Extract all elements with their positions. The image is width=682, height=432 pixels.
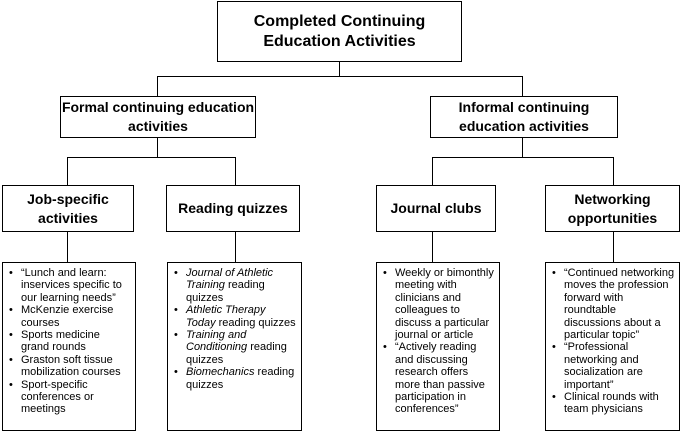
networking-node: Networking opportunities (545, 185, 680, 232)
root-title: Completed Continuing Education Activitie… (253, 12, 426, 50)
job-specific-node: Job-specific activities (2, 185, 134, 232)
formal-title: Formal continuing education activities (61, 99, 255, 134)
informal-node: Informal continuing education activities (430, 96, 618, 138)
job-specific-title: Job-specific activities (27, 190, 109, 226)
journal-name: Biomechanics (186, 366, 255, 379)
list-item: McKenzie exercise courses (9, 304, 131, 329)
networking-list: “Continued networking moves the professi… (545, 262, 680, 431)
journal-clubs-node: Journal clubs (376, 185, 496, 232)
list-item: Sport-specific conferences or meetings (9, 379, 131, 416)
list-item: “Actively reading and discussing researc… (383, 341, 495, 415)
item-suffix: reading quizzes (215, 316, 296, 329)
item-suffix: reading quizzes (186, 366, 295, 391)
list-item: Weekly or bimonthly meeting with clinici… (383, 267, 495, 341)
list-item: “Lunch and learn: inservices specific to… (9, 267, 131, 304)
list-item: Athletic Therapy Today reading quizzes (174, 304, 297, 329)
journal-name: Athletic Therapy Today (186, 304, 266, 329)
list-item: Graston soft tissue mobilization courses (9, 354, 131, 379)
journal-clubs-list: Weekly or bimonthly meeting with clinici… (376, 262, 500, 431)
list-item: Sports medicine grand rounds (9, 329, 131, 354)
journal-name: Journal of Athletic Training (186, 267, 274, 292)
root-node: Completed Continuing Education Activitie… (217, 1, 462, 62)
journal-clubs-title: Journal clubs (390, 200, 482, 216)
networking-title: Networking opportunities (567, 190, 658, 226)
informal-title: Informal continuing education activities (458, 99, 590, 134)
list-item: “Professional networking and socializati… (552, 341, 675, 391)
list-item: Clinical rounds with team physicians (552, 391, 675, 416)
list-item: Training and Conditioning reading quizze… (174, 329, 297, 366)
job-specific-list: “Lunch and learn: inservices specific to… (2, 262, 136, 431)
reading-quizzes-node: Reading quizzes (166, 185, 300, 232)
reading-quizzes-list: Journal of Athletic Training reading qui… (167, 262, 302, 431)
journal-name: Training and Conditioning (186, 329, 248, 354)
item-suffix: reading quizzes (186, 341, 287, 366)
list-item: “Continued networking moves the professi… (552, 267, 675, 341)
item-suffix: reading quizzes (186, 279, 265, 304)
list-item: Biomechanics reading quizzes (174, 366, 297, 391)
formal-node: Formal continuing education activities (60, 96, 256, 138)
reading-quizzes-title: Reading quizzes (178, 200, 288, 216)
list-item: Journal of Athletic Training reading qui… (174, 267, 297, 304)
